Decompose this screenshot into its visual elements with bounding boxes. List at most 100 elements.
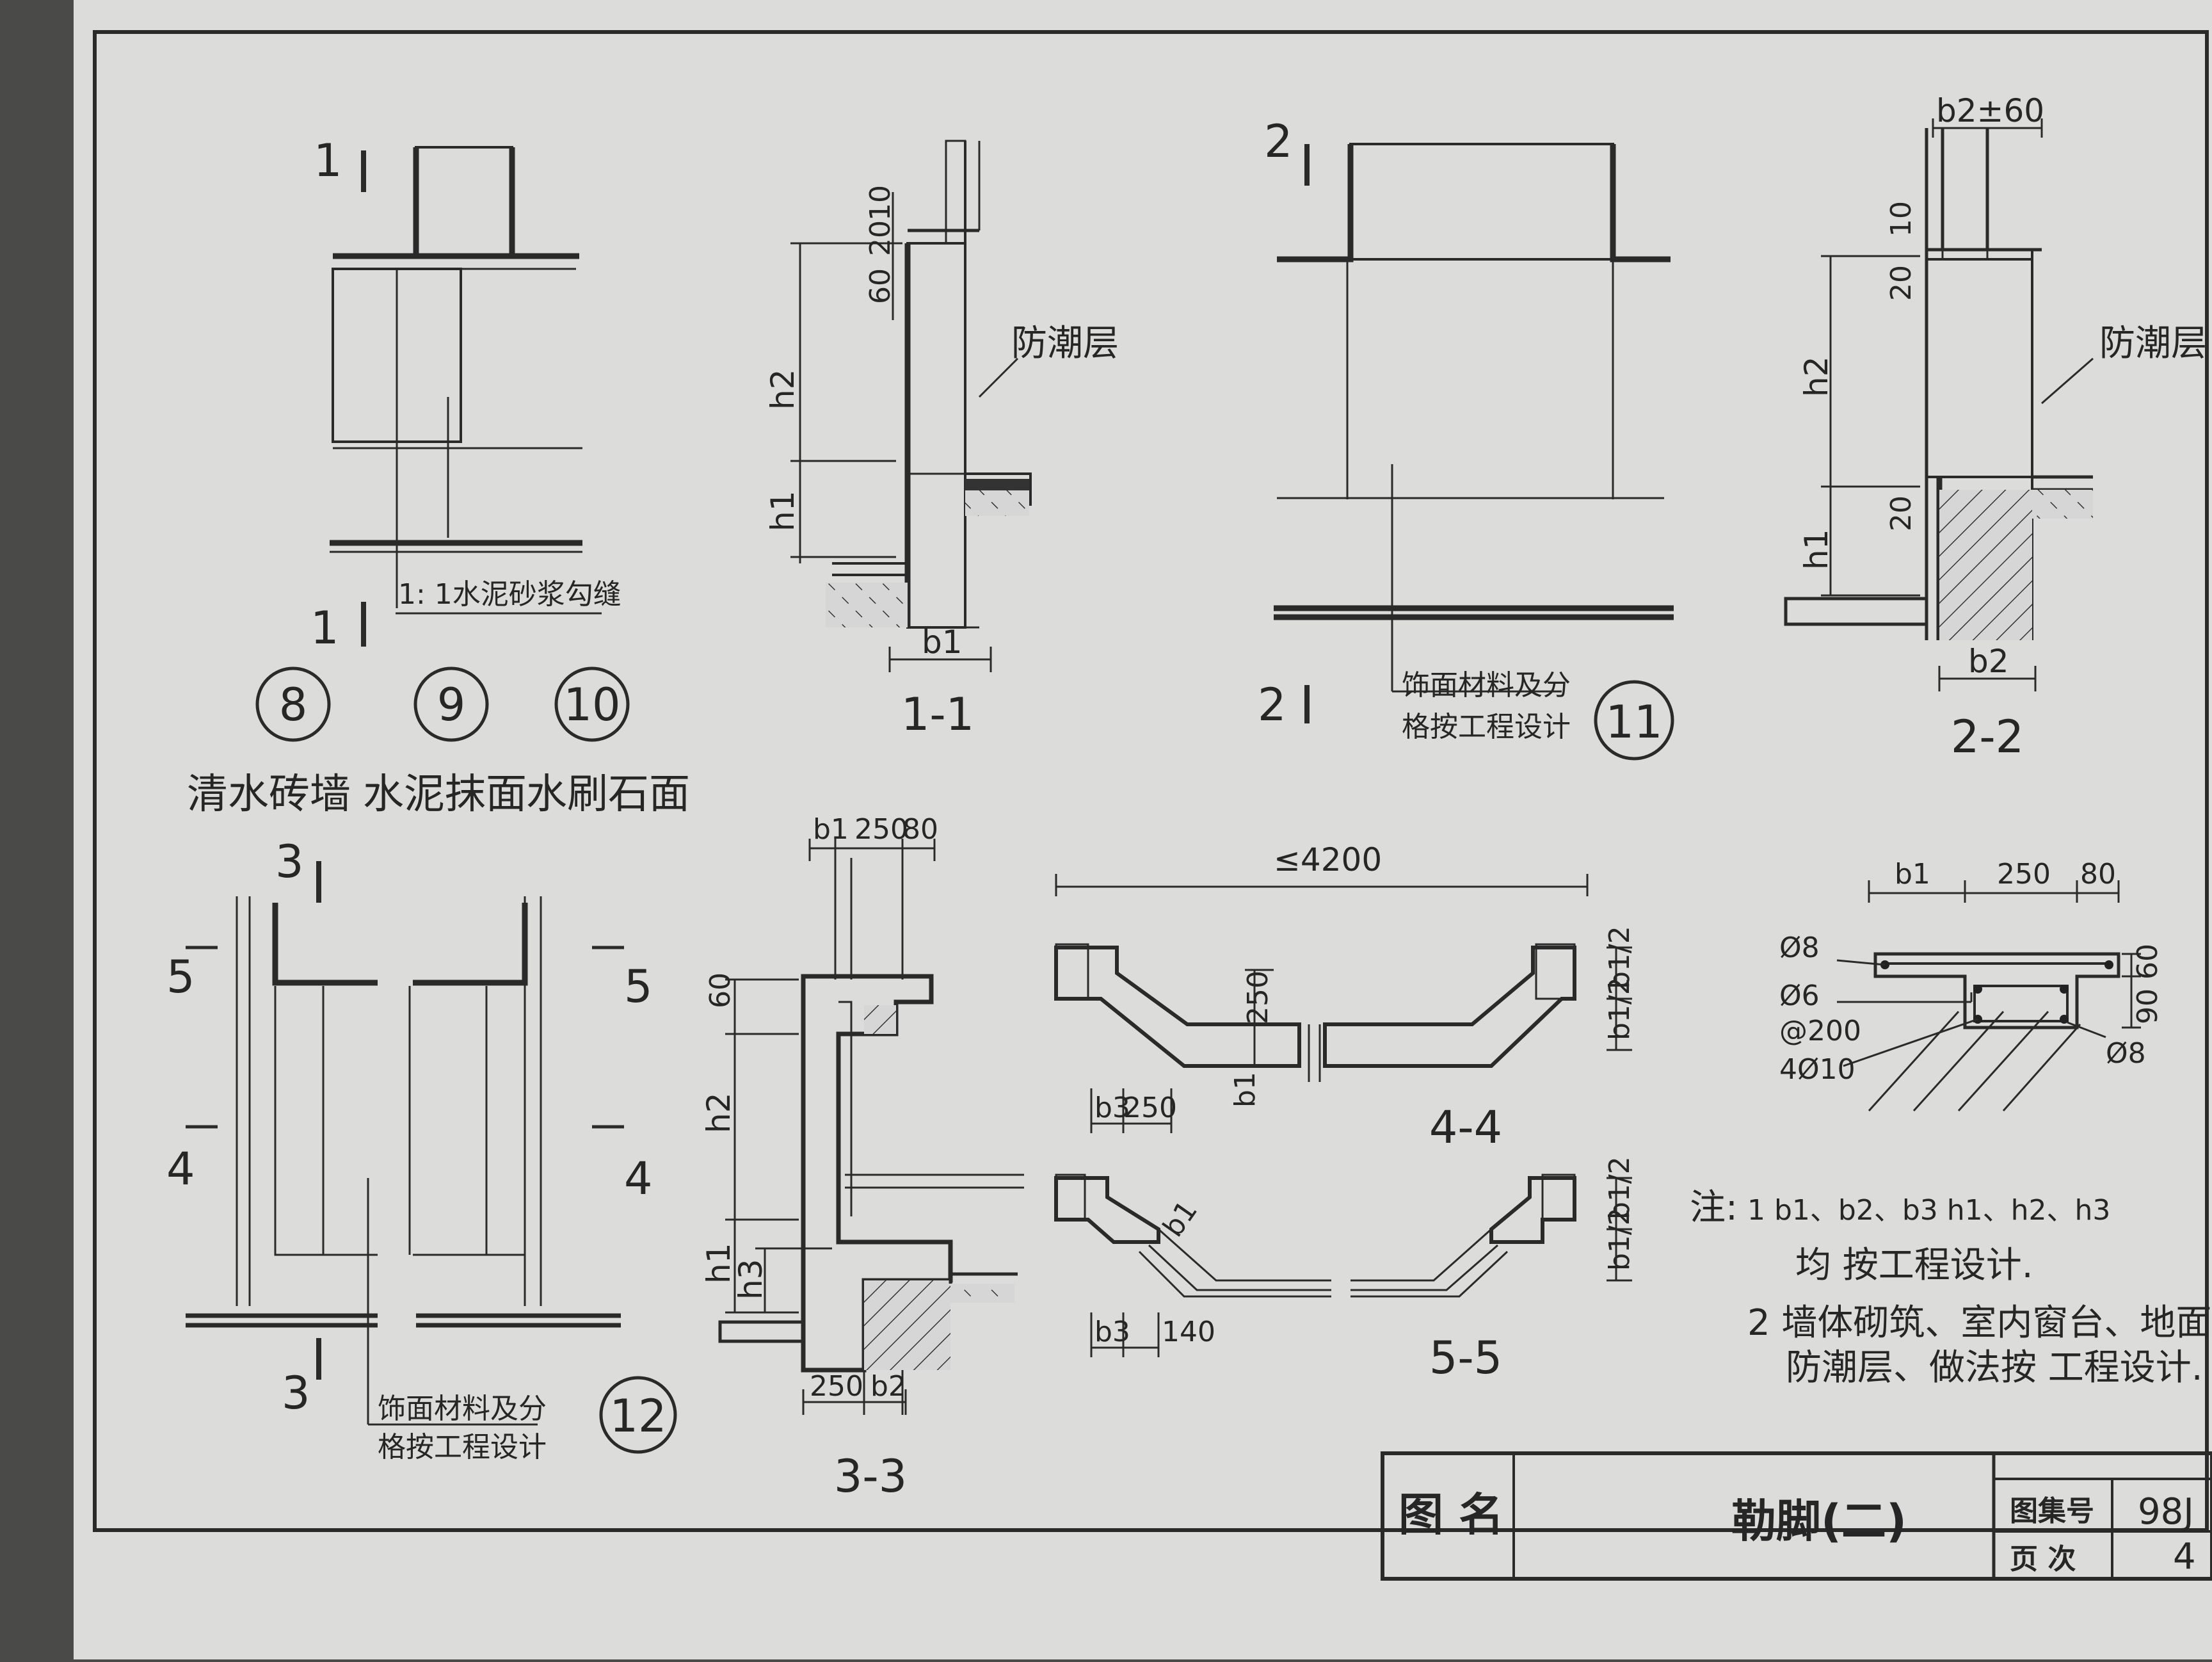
dim-250-4-4-v: 250 — [1242, 971, 1274, 1024]
dim-20-2-2-bottom: 20 — [1885, 496, 1918, 531]
section-title-1-1: 1-1 — [901, 688, 974, 741]
detail-11-elevation: 2 2 饰面材料及分 格按工程设计 11 — [1258, 115, 1674, 761]
section-title-2-2: 2-2 — [1951, 711, 2024, 763]
note-2-line-1: 2 墙体砌筑、室内窗台、地面、散水、 — [1747, 1302, 2212, 1344]
rebar-4phi10: 4Ø10 — [1779, 1053, 1855, 1086]
mortar-joint-label: 1: 1水泥砂浆勾缝 — [398, 578, 621, 611]
dim-90-sill: 90 — [2131, 988, 2164, 1024]
detail-number-10: 10 — [563, 679, 620, 731]
detail-12-elevation: 3 3 5 5 4 4 饰面材料及分 格按工程设计 12 — [166, 835, 677, 1464]
dim-b1half-5-5-top: b1/2 — [1603, 1156, 1636, 1220]
detail-number-11: 11 — [1605, 696, 1662, 748]
dpc-label-1-1: 防潮层 — [1011, 323, 1119, 364]
dim-10-1-1: 10 — [864, 185, 897, 221]
detail-name-9: 水泥抹面 — [363, 771, 527, 818]
cut-label-4-left: 4 — [166, 1143, 195, 1195]
cut-label-5-left: 5 — [166, 951, 195, 1003]
dim-80-3-3: 80 — [902, 813, 938, 846]
paper-sheet — [74, 0, 2212, 1659]
section-1-1: h2 h1 60 20 10 防潮层 b1 1-1 — [764, 140, 1119, 741]
drawing-title: 勒脚(二) — [1731, 1495, 1907, 1547]
atlas-label: 图集号 — [2010, 1495, 2094, 1528]
dim-b1-4-4: b1 — [1229, 1072, 1262, 1108]
cut-label-1-top: 1 — [314, 134, 342, 187]
dim-b1-sill: b1 — [1895, 858, 1930, 891]
note-1-line-1: 1 b1、b2、b3 h1、h2、h3 — [1747, 1194, 2110, 1227]
detail-circle-10 — [554, 666, 630, 742]
dim-b1-3-3: b1 — [813, 813, 849, 846]
dim-80-sill: 80 — [2080, 858, 2116, 891]
rebar-phi8-top: Ø8 — [1779, 932, 1820, 964]
dim-b2-2-2: b2 — [1968, 643, 2009, 680]
note-2-line-2: 防潮层、做法按 工程设计. — [1786, 1347, 2203, 1389]
detail-circle-9 — [413, 666, 489, 742]
dpc-label-2-2: 防潮层 — [2099, 323, 2207, 364]
dim-b2pm60: b2±60 — [1936, 92, 2044, 129]
cut-label-2-bottom: 2 — [1258, 679, 1286, 731]
dim-h1-1-1: h1 — [764, 490, 801, 531]
detail-circle-12 — [599, 1376, 677, 1454]
section-title-5-5: 5-5 — [1429, 1332, 1502, 1384]
dim-b3-4-4: b3 — [1094, 1092, 1130, 1124]
drawing-frame — [93, 30, 2209, 1532]
title-block: 图 名 勒脚(二) 图集号 98J 页 次 4 — [1381, 1451, 2212, 1581]
section-title-4-4: 4-4 — [1429, 1101, 1502, 1154]
title-name-label: 图 名 — [1399, 1489, 1503, 1541]
cut-label-5-right: 5 — [624, 960, 653, 1013]
page-label: 页 次 — [2010, 1543, 2076, 1576]
detail-8-9-10-elevation: 1 1 1: 1水泥砂浆勾缝 8 9 10 清水砖墙 水泥抹面 水刷石面 — [187, 134, 690, 818]
dim-250-3-3-bottom: 250 — [810, 1370, 863, 1403]
dim-60-1-1: 60 — [864, 268, 897, 304]
detail-circle-11 — [1594, 680, 1674, 761]
finish-label-11-line2: 格按工程设计 — [1402, 711, 1571, 743]
dim-b2-3-3: b2 — [870, 1370, 906, 1403]
dim-20-1-1: 20 — [864, 220, 897, 256]
notes-prefix: 注: — [1690, 1187, 1738, 1229]
dim-h3-3-3: h3 — [732, 1259, 769, 1300]
finish-label-12-line1: 饰面材料及分 — [378, 1392, 547, 1425]
dim-b3-5-5: b3 — [1094, 1316, 1130, 1348]
finish-label-11-line1: 饰面材料及分 — [1402, 669, 1571, 702]
dim-250-3-3-top: 250 — [854, 813, 908, 846]
dim-b1half-5-5-bottom: b1/2 — [1603, 1207, 1636, 1271]
dim-h1-3-3: h1 — [700, 1243, 737, 1284]
detail-number-12: 12 — [609, 1390, 666, 1442]
detail-number-8: 8 — [279, 679, 308, 731]
dim-b1half-4-4-bottom: b1/2 — [1603, 977, 1636, 1040]
section-2-2: h2 h1 20 10 20 b2±60 防潮层 b2 2-2 — [1784, 92, 2207, 763]
dim-250-sill: 250 — [1997, 858, 2051, 891]
dim-60-3-3: 60 — [704, 972, 737, 1008]
dim-10-2-2: 10 — [1885, 201, 1918, 237]
finish-label-12-line2: 格按工程设计 — [378, 1431, 547, 1464]
detail-name-8: 清水砖墙 — [187, 771, 351, 818]
dim-b1-1-1: b1 — [922, 624, 963, 661]
dim-60-sill: 60 — [2131, 944, 2164, 980]
rebar-phi6: Ø6 — [1779, 980, 1820, 1012]
rebar-phi8-bottom: Ø8 — [2106, 1037, 2146, 1070]
cut-label-2-top: 2 — [1264, 115, 1293, 168]
dim-20-2-2-top: 20 — [1885, 265, 1918, 301]
detail-name-10: 水刷石面 — [526, 771, 690, 818]
cut-label-3-bottom: 3 — [282, 1367, 310, 1419]
section-title-3-3: 3-3 — [834, 1450, 907, 1503]
dim-h2-1-1: h2 — [764, 369, 801, 410]
sill-reinforcement-detail: b1 250 80 60 90 Ø8 Ø6 @200 4Ø10 Ø8 — [1779, 858, 2164, 1112]
dim-h2-2-2: h2 — [1798, 356, 1835, 397]
detail-number-9: 9 — [437, 679, 466, 731]
cut-label-1-bottom: 1 — [310, 602, 339, 654]
dim-max4200: ≤4200 — [1274, 841, 1382, 878]
section-4-4: ≤4200 250 b1 b1/2 b1/2 b3 250 4-4 — [1054, 841, 1636, 1154]
section-3-3: 60 h2 h1 h3 b1 250 80 250 b2 3-3 — [700, 813, 1024, 1503]
dim-250-4-4-h: 250 — [1123, 1092, 1177, 1124]
cut-label-3-top: 3 — [275, 835, 304, 888]
atlas-value: 98J — [2138, 1491, 2194, 1533]
page-value: 4 — [2173, 1536, 2196, 1577]
note-1-line-2: 均 按工程设计. — [1795, 1245, 2033, 1286]
dim-140-5-5: 140 — [1162, 1316, 1215, 1348]
dim-b1half-4-4-top: b1/2 — [1603, 926, 1636, 989]
notes: 注: 1 b1、b2、b3 h1、h2、h3 均 按工程设计. 2 墙体砌筑、室… — [1690, 1187, 2212, 1389]
dim-h2-3-3: h2 — [700, 1092, 737, 1133]
detail-circle-8 — [255, 666, 331, 742]
cut-label-4-right: 4 — [624, 1152, 653, 1205]
